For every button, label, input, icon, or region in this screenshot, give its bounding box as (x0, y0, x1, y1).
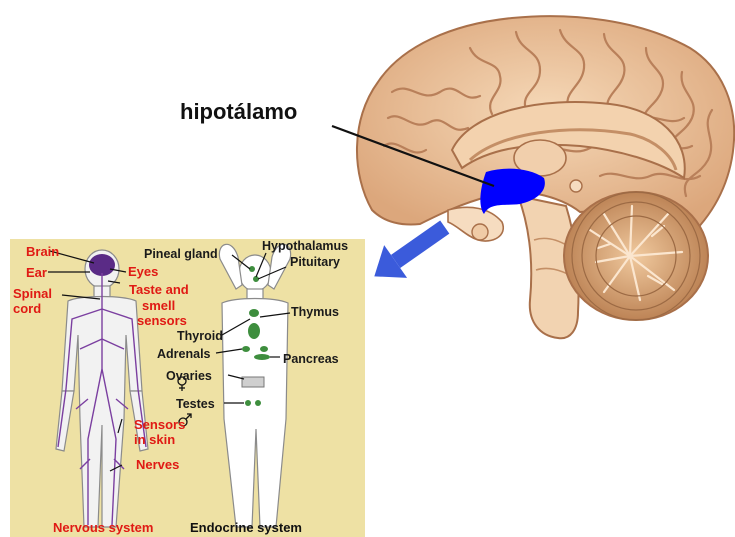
label-pancreas: Pancreas (283, 353, 339, 366)
label-ear: Ear (26, 266, 47, 279)
label-pineal: Pineal gland (144, 248, 218, 261)
label-sensors: Sensors (134, 418, 185, 431)
label-eyes: Eyes (128, 265, 158, 278)
label-taste-3: sensors (137, 314, 187, 327)
label-taste-2: smell (142, 299, 175, 312)
hipotalamo-label: hipotálamo (180, 101, 297, 123)
brain-nervous (89, 254, 115, 276)
label-nerves: Nerves (136, 458, 179, 471)
label-brain: Brain (26, 245, 59, 258)
label-spinal: Spinal (13, 287, 52, 300)
label-adrenals: Adrenals (157, 348, 211, 361)
nervous-system-caption: Nervous system (53, 521, 153, 534)
label-pituitary: Pituitary (290, 256, 340, 269)
label-taste-1: Taste and (129, 283, 189, 296)
label-thyroid: Thyroid (177, 330, 223, 343)
endocrine-system-caption: Endocrine system (190, 521, 302, 534)
label-cord: cord (13, 302, 41, 315)
label-testes: Testes (176, 398, 215, 411)
label-hypothalamus: Hypothalamus (262, 240, 348, 253)
label-ovaries: Ovaries (166, 370, 212, 383)
label-thymus: Thymus (291, 306, 339, 319)
label-in-skin: in skin (134, 433, 175, 446)
